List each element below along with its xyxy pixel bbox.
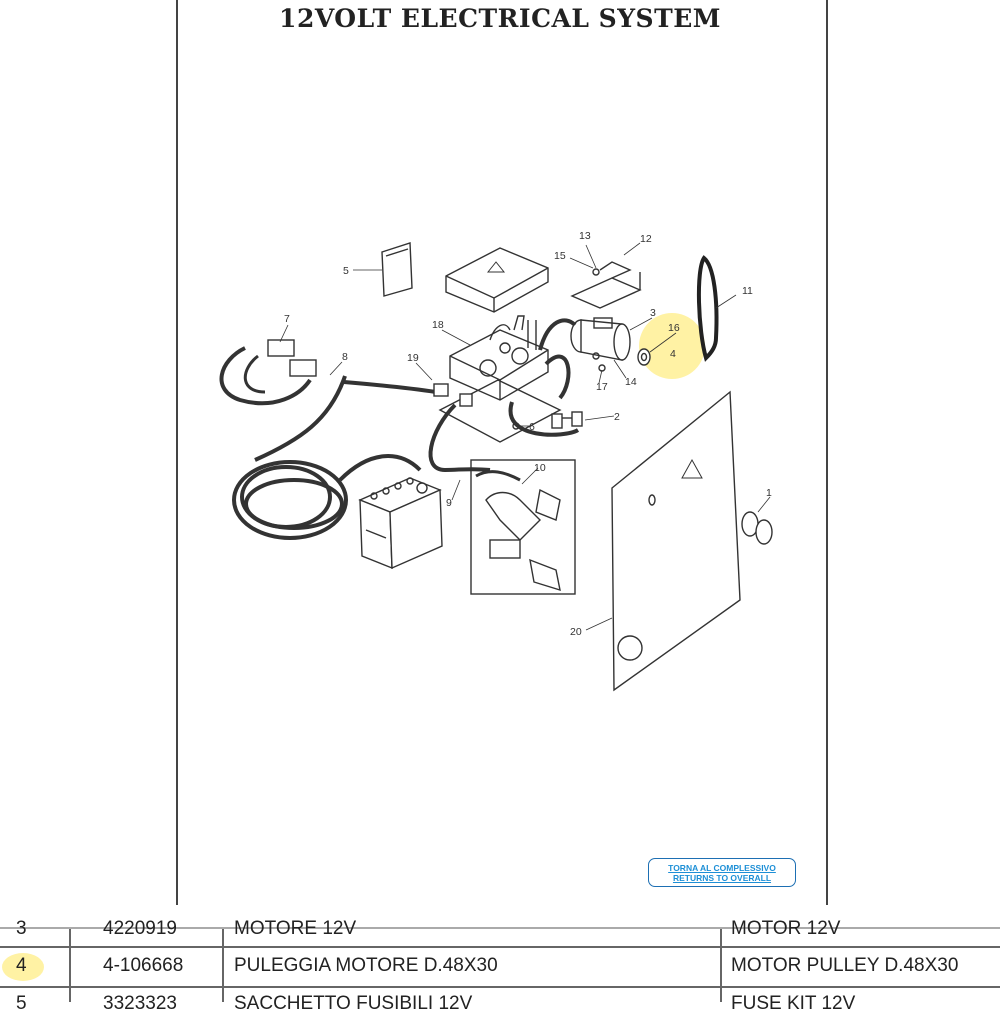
harness-8 — [254, 375, 347, 462]
harness-7 — [219, 346, 312, 406]
back-link-line-2: RETURNS TO OVERALL — [672, 873, 772, 883]
cable-coil — [232, 460, 348, 540]
desc-en-cell: MOTOR 12V — [731, 918, 841, 939]
code-cell: 4-106668 — [103, 955, 184, 976]
callout-18: 18 — [432, 319, 444, 331]
desc-en-cell: MOTOR PULLEY D.48X30 — [731, 955, 959, 976]
callout-16: 16 — [668, 322, 680, 334]
back-link-line-1: TORNA AL COMPLESSIVO — [668, 863, 776, 873]
row-divider — [0, 946, 1000, 948]
table-row[interactable]: 4 4-106668 PULEGGIA MOTORE D.48X30 MOTOR… — [0, 948, 1000, 984]
table-row[interactable]: 3 4220919 MOTORE 12V MOTOR 12V — [0, 911, 1000, 947]
callout-19: 19 — [407, 352, 419, 364]
control-box — [449, 329, 549, 401]
page-title: 12VOLT ELECTRICAL SYSTEM — [279, 4, 721, 33]
drawing-frame — [176, 0, 828, 905]
drive-belt — [696, 255, 719, 362]
exploded-diagram: 1 2 3 4 5 6 7 8 9 10 11 12 13 14 15 16 1… — [219, 230, 773, 692]
callout-1: 1 — [766, 487, 772, 499]
callout-7: 7 — [284, 313, 290, 325]
fuse-bag — [381, 242, 413, 297]
row-divider — [0, 986, 1000, 988]
control-box-lid — [445, 247, 549, 313]
cover-panel — [611, 390, 741, 692]
motor-bracket — [570, 277, 642, 309]
fuse-holder-b — [571, 411, 583, 427]
parts-table: 3 4220919 MOTORE 12V MOTOR 12V 4 4-10666… — [0, 918, 1000, 1014]
callout-11: 11 — [742, 285, 753, 297]
cable-19 — [343, 380, 437, 394]
callout-8: 8 — [342, 351, 348, 363]
motor-pulley — [637, 348, 651, 366]
callout-20: 20 — [570, 626, 582, 638]
callout-15: 15 — [554, 250, 566, 262]
callout-9: 9 — [446, 497, 452, 509]
fuse-holder-a — [551, 413, 563, 429]
callout-17: 17 — [596, 381, 608, 393]
desc-it-cell: SACCHETTO FUSIBILI 12V — [234, 993, 473, 1014]
ref-cell: 4 — [16, 955, 27, 976]
ref-cell: 5 — [16, 993, 27, 1014]
callout-12: 12 — [640, 233, 652, 245]
highlight-ref-4 — [2, 953, 44, 981]
table-row[interactable]: 5 3323323 SACCHETTO FUSIBILI 12V FUSE KI… — [0, 986, 1000, 1022]
callout-10: 10 — [534, 462, 546, 474]
callout-3: 3 — [650, 307, 656, 319]
desc-it-cell: MOTORE 12V — [234, 918, 357, 939]
box-base-plate — [438, 379, 562, 443]
callout-14: 14 — [625, 376, 637, 388]
code-cell: 3323323 — [103, 993, 177, 1014]
highlight-item-4 — [639, 313, 705, 379]
desc-it-cell: PULEGGIA MOTORE D.48X30 — [234, 955, 498, 976]
screw-15 — [592, 268, 600, 276]
column-divider — [69, 929, 71, 1002]
returns-to-overall-link[interactable]: TORNA AL COMPLESSIVO RETURNS TO OVERALL — [648, 858, 796, 887]
code-cell: 4220919 — [103, 918, 177, 939]
callout-5: 5 — [343, 265, 349, 277]
desc-en-cell: FUSE KIT 12V — [731, 993, 856, 1014]
ref-cell: 3 — [16, 918, 27, 939]
callout-6: 6 — [529, 421, 535, 433]
column-divider — [222, 929, 224, 1002]
callout-13: 13 — [579, 230, 591, 242]
callout-2: 2 — [614, 411, 620, 423]
column-divider — [720, 929, 722, 1002]
pedal-switch-inset — [470, 459, 576, 595]
callout-4: 4 — [670, 348, 676, 360]
